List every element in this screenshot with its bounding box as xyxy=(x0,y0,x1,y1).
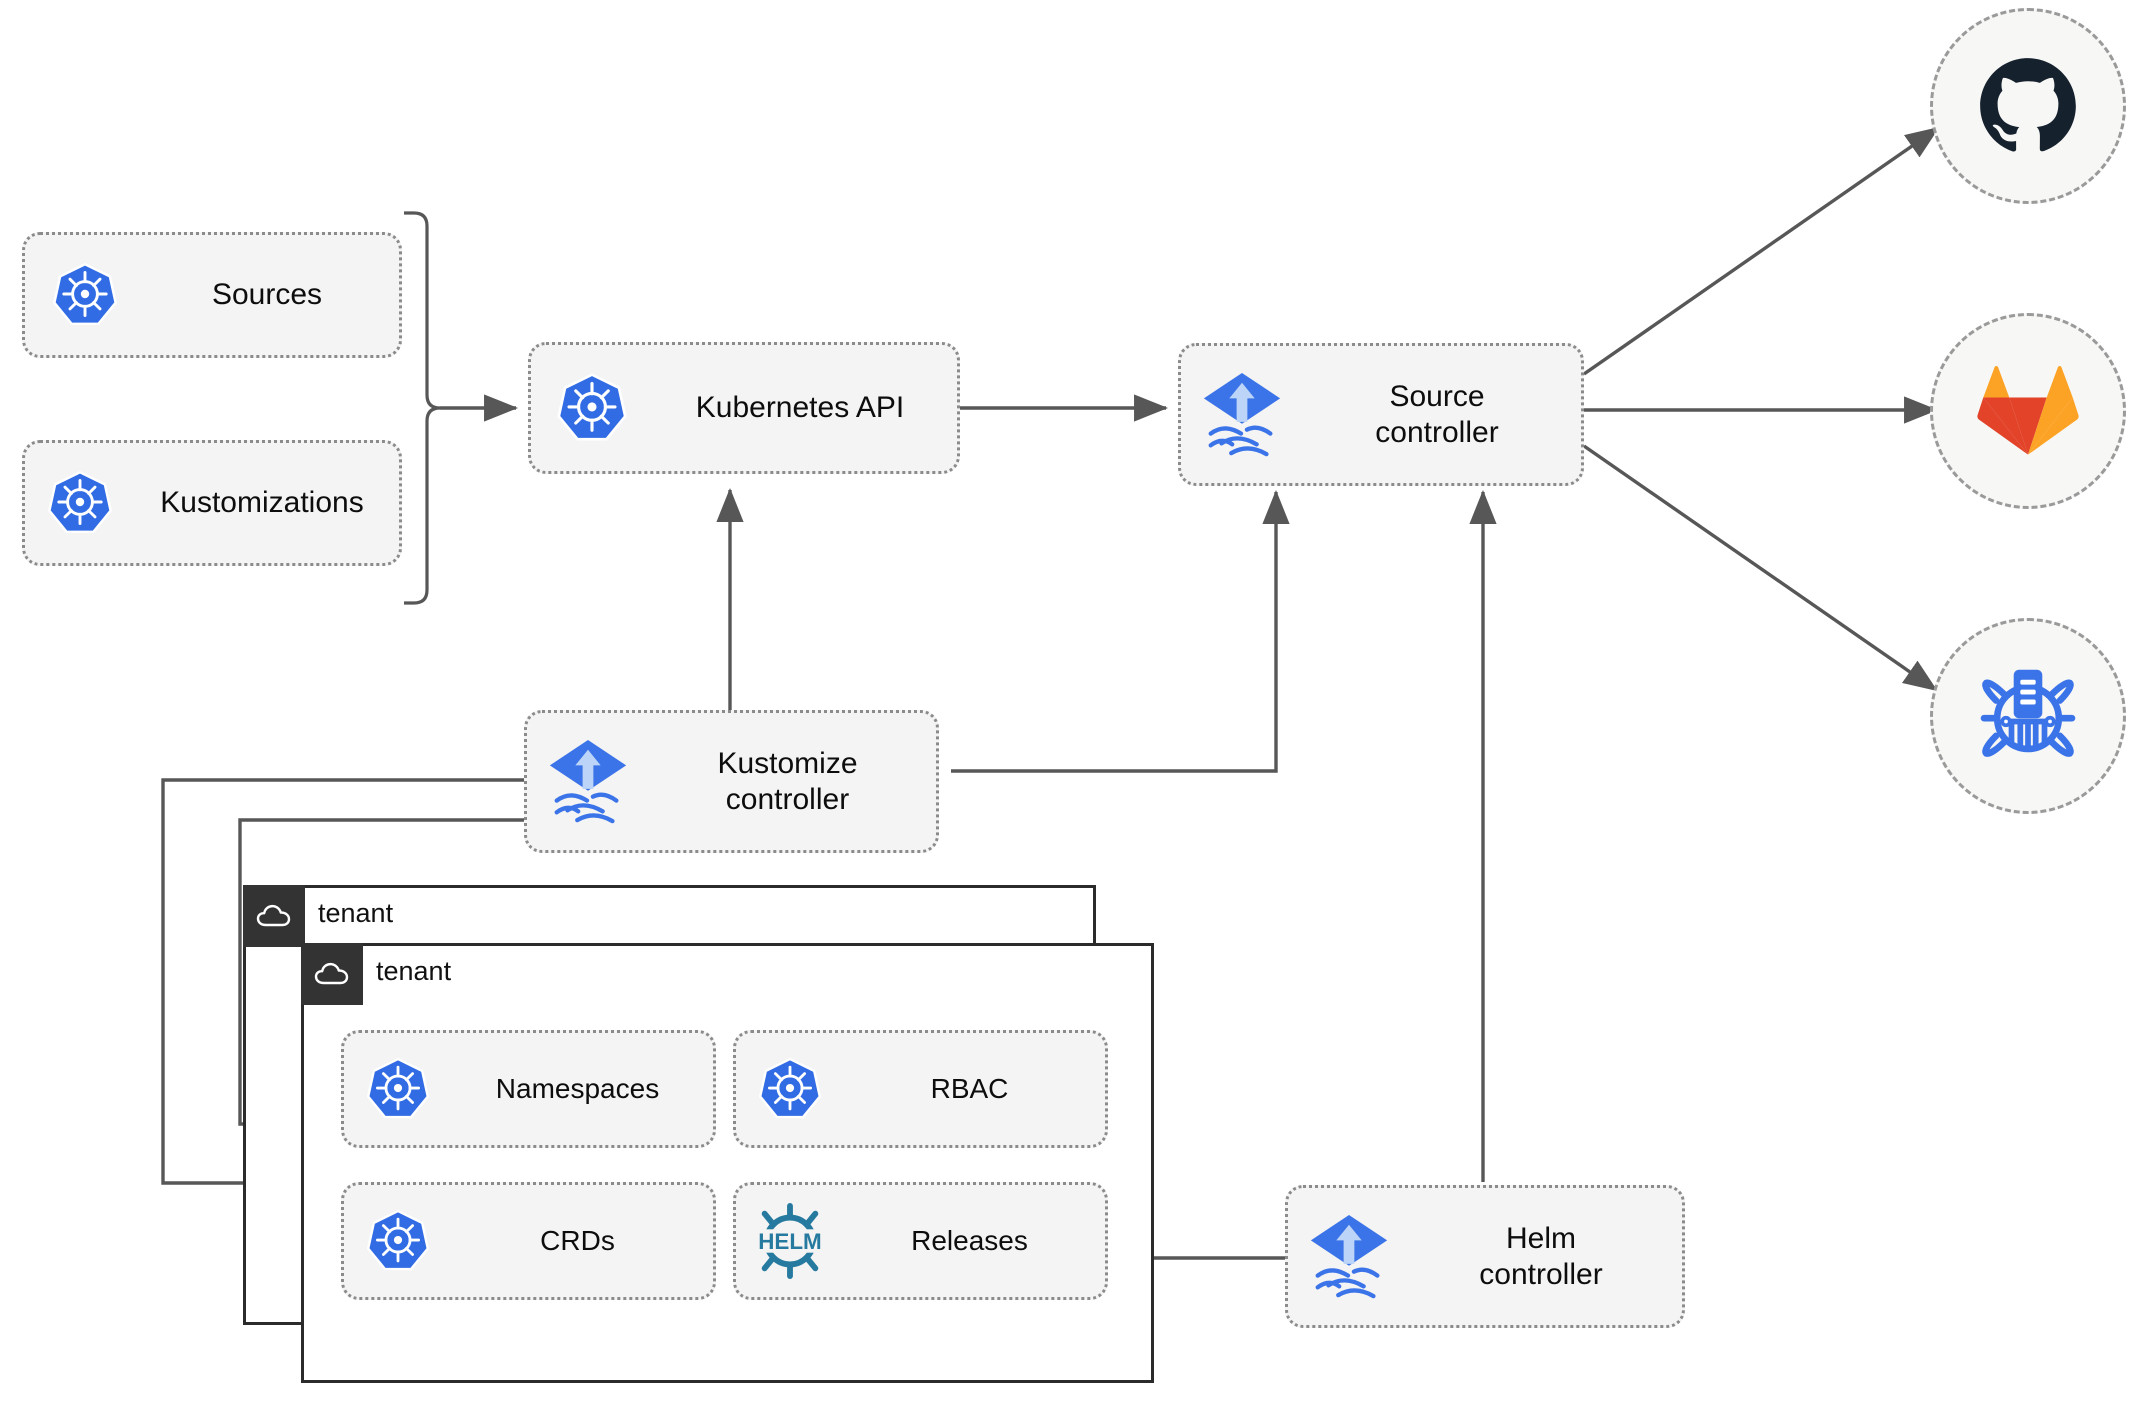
node-label: Kubernetes API xyxy=(695,391,905,425)
gitlab-icon xyxy=(1977,365,2079,455)
edge-group-bracket xyxy=(404,211,441,605)
github-icon xyxy=(1980,58,2076,152)
flux-icon xyxy=(527,736,649,828)
cloud-icon xyxy=(243,885,305,947)
endpoint-oci-registry[interactable] xyxy=(1930,618,2126,814)
kubernetes-icon xyxy=(25,467,135,539)
node-helm-controller[interactable]: Helm controller xyxy=(1285,1185,1685,1328)
node-label: Kustomize controller xyxy=(717,747,858,816)
node-label: Source controller xyxy=(1375,380,1499,449)
node-rbac[interactable]: RBAC xyxy=(733,1030,1108,1148)
node-namespaces[interactable]: Namespaces xyxy=(341,1030,716,1148)
node-label: RBAC xyxy=(930,1073,1009,1105)
flux-icon xyxy=(1288,1211,1410,1303)
node-label: CRDs xyxy=(540,1225,615,1257)
kubernetes-icon xyxy=(344,1054,452,1124)
node-label: Sources xyxy=(211,278,323,312)
node-label: Namespaces xyxy=(495,1073,660,1105)
endpoint-github[interactable] xyxy=(1930,8,2126,204)
kubernetes-icon xyxy=(25,259,145,331)
svg-text:HELM: HELM xyxy=(758,1229,821,1254)
node-sources[interactable]: Sources xyxy=(22,232,402,358)
node-releases[interactable]: HELM Releases xyxy=(733,1182,1108,1300)
tenant-container-front[interactable]: tenant xyxy=(301,943,1154,1383)
kubernetes-icon xyxy=(344,1206,452,1276)
node-label: Releases xyxy=(911,1225,1028,1257)
node-kustomizations[interactable]: Kustomizations xyxy=(22,440,402,566)
cloud-icon xyxy=(301,943,363,1005)
kubernetes-icon xyxy=(531,369,653,447)
helm-icon: HELM xyxy=(736,1202,844,1280)
node-crds[interactable]: CRDs xyxy=(341,1182,716,1300)
node-kubernetes-api[interactable]: Kubernetes API xyxy=(528,342,960,474)
oci-registry-icon xyxy=(1980,669,2076,757)
tenant-label-front: tenant xyxy=(376,956,452,986)
node-kustomize-controller[interactable]: Kustomize controller xyxy=(524,710,939,853)
edge-source-to-github xyxy=(1583,126,1940,376)
flux-icon xyxy=(1181,369,1303,461)
endpoint-gitlab[interactable] xyxy=(1930,313,2126,509)
node-label: Helm controller xyxy=(1479,1222,1603,1291)
tenant-label-back: tenant xyxy=(318,898,394,928)
edge-kustomize-to-source xyxy=(951,489,1290,773)
edge-source-to-oci xyxy=(1583,444,1938,692)
node-label: Kustomizations xyxy=(160,486,364,520)
kubernetes-icon xyxy=(736,1054,844,1124)
node-source-controller[interactable]: Source controller xyxy=(1178,343,1584,486)
